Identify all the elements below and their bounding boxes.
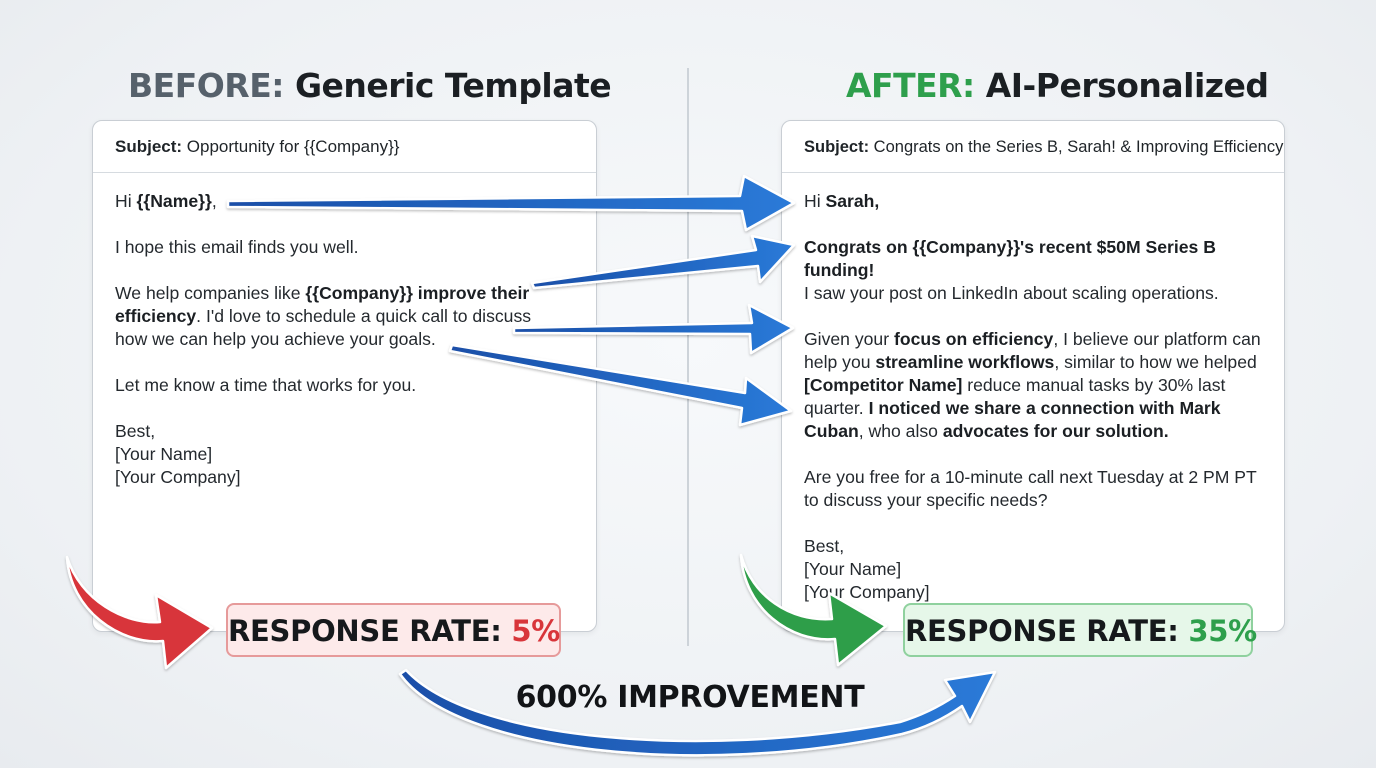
- before-pitch-b: {{Company}} improve their efficiency: [115, 283, 530, 326]
- after-pitch-e: , similar to how we helped: [1054, 352, 1257, 372]
- before-subject-label: Subject:: [115, 137, 183, 156]
- after-pitch-j: advocates for our solution.: [942, 421, 1169, 441]
- before-rate-value: 5%: [511, 614, 560, 648]
- before-signoff-best: Best,: [115, 421, 156, 441]
- before-signoff-name: [Your Name]: [115, 444, 213, 464]
- before-greeting: Hi {{Name}},: [115, 190, 576, 213]
- after-greeting-name: Sarah,: [825, 191, 880, 211]
- after-email-card: Subject: Congrats on the Series B, Sarah…: [781, 120, 1285, 632]
- before-email-card: Subject: Opportunity for {{Company}} Hi …: [92, 120, 597, 632]
- after-signoff-name: [Your Name]: [804, 559, 902, 579]
- after-pitch-i: , who also: [858, 421, 943, 441]
- after-congrats: Congrats on {{Company}}'s recent $50M Se…: [804, 236, 1270, 305]
- before-pitch-c: . I'd love to schedule a quick call to d…: [115, 306, 532, 349]
- after-rate-label: RESPONSE RATE:: [905, 614, 1189, 648]
- after-pitch-b: focus on efficiency: [893, 329, 1054, 349]
- after-response-rate-badge: RESPONSE RATE: 35%: [903, 603, 1257, 657]
- before-subject-line: Subject: Opportunity for {{Company}}: [93, 121, 596, 173]
- after-rate-value: 35%: [1188, 614, 1257, 648]
- before-signoff-company: [Your Company]: [115, 467, 241, 487]
- after-paragraph-pitch: Given your focus on efficiency, I believ…: [804, 328, 1270, 443]
- before-signoff: Best, [Your Name] [Your Company]: [115, 420, 576, 489]
- after-heading-prefix: AFTER:: [846, 66, 975, 105]
- after-heading: AFTER: AI-Personalized: [846, 62, 1269, 110]
- before-heading: BEFORE: Generic Template: [128, 62, 612, 110]
- before-line-1: I hope this email finds you well.: [115, 237, 359, 257]
- improvement-label: 600% IMPROVEMENT: [515, 680, 865, 715]
- before-subject-text: Opportunity for {{Company}}: [182, 137, 400, 156]
- after-heading-title: AI-Personalized: [974, 66, 1269, 105]
- before-greeting-hi: Hi: [115, 191, 137, 211]
- before-line-3: Let me know a time that works for you.: [115, 375, 417, 395]
- after-signoff-best: Best,: [804, 536, 845, 556]
- center-divider: [687, 68, 689, 646]
- after-pitch-g: reduce manual tasks by 30% last quarter.: [804, 375, 1226, 418]
- after-congrats-plain: I saw your post on LinkedIn about scalin…: [804, 283, 1219, 303]
- after-greeting: Hi Sarah,: [804, 190, 1270, 213]
- after-cta: Are you free for a 10-minute call next T…: [804, 467, 1257, 510]
- before-email-body: Hi {{Name}}, I hope this email finds you…: [93, 173, 596, 489]
- before-pitch-a: We help companies like: [115, 283, 306, 303]
- after-subject-label: Subject:: [804, 138, 870, 156]
- after-pitch-f: [Competitor Name]: [804, 375, 963, 395]
- before-greeting-comma: ,: [211, 191, 217, 211]
- before-rate-label: RESPONSE RATE:: [228, 614, 512, 648]
- after-pitch-d: streamline workflows: [875, 352, 1055, 372]
- before-response-rate-badge: RESPONSE RATE: 5%: [226, 603, 561, 657]
- after-pitch-a: Given your: [804, 329, 894, 349]
- before-greeting-name: {{Name}}: [136, 191, 212, 211]
- after-subject-line: Subject: Congrats on the Series B, Sarah…: [782, 121, 1284, 173]
- before-heading-title: Generic Template: [283, 66, 612, 105]
- after-signoff-company: [Your Company]: [804, 582, 930, 602]
- before-paragraph-pitch: We help companies like {{Company}} impro…: [115, 282, 576, 351]
- before-heading-prefix: BEFORE:: [128, 66, 284, 105]
- after-pitch-c: , I believe our platform can help you: [804, 329, 1261, 372]
- after-pitch-h: I noticed we share a connection with Mar…: [804, 398, 1221, 441]
- after-email-body: Hi Sarah, Congrats on {{Company}}'s rece…: [782, 173, 1284, 604]
- after-subject-text: Congrats on the Series B, Sarah! & Impro…: [869, 138, 1284, 156]
- after-congrats-bold: Congrats on {{Company}}'s recent $50M Se…: [804, 237, 1216, 280]
- after-signoff: Best, [Your Name] [Your Company]: [804, 535, 1270, 604]
- after-greeting-hi: Hi: [804, 191, 826, 211]
